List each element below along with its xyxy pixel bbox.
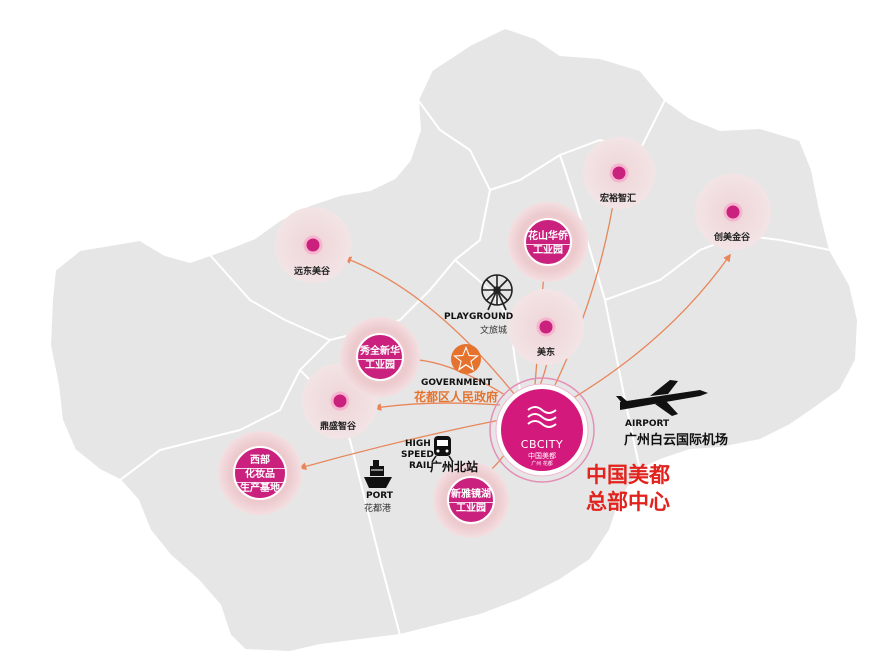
hub-xibu-line3: 生产基地 xyxy=(240,483,280,494)
hub-huashan-label: 花山华侨 工业园 xyxy=(524,231,572,258)
government-cn-label: 花都区人民政府 xyxy=(414,390,499,404)
hub-xibu xyxy=(218,431,302,515)
hub-xinya-line1: 新雅镜湖 xyxy=(447,489,495,503)
government-label: GOVERNMENT xyxy=(421,378,493,388)
node-meidong-label: 美东 xyxy=(537,348,556,358)
cbcity-logo-text: CBCITY xyxy=(520,438,564,451)
hub-xiuquan-line1: 秀全新华 xyxy=(356,346,404,360)
hub-huashan-line1: 花山华侨 xyxy=(524,231,572,245)
rail-cn-label: 广州北站 xyxy=(430,460,479,474)
center-cbcity xyxy=(489,377,595,483)
hub-xibu-line1: 西部 xyxy=(234,455,286,469)
node-hongyu xyxy=(583,137,655,209)
government-star-icon xyxy=(451,344,481,374)
arrow-to-yuandong xyxy=(343,256,516,396)
headquarters-title-line2: 总部中心 xyxy=(586,490,670,514)
node-yuandong xyxy=(275,207,351,283)
airport-cn-label: 广州白云国际机场 xyxy=(624,433,729,448)
hub-huashan-line2: 工业园 xyxy=(533,245,563,256)
node-hongyu-label: 宏裕智汇 xyxy=(600,194,637,204)
hub-xinya xyxy=(433,462,509,538)
playground-cn-label: 文旅城 xyxy=(480,326,508,336)
headquarters-title-line1: 中国美都 xyxy=(586,463,670,487)
hub-xiuquan-label: 秀全新华 工业园 xyxy=(356,346,404,373)
rail-label-3: RAIL xyxy=(409,461,432,471)
airport-label: AIRPORT xyxy=(625,419,670,429)
headquarters-title: 中国美都 总部中心 xyxy=(586,462,670,516)
arrow-to-hongyu xyxy=(554,190,618,386)
train-icon xyxy=(431,436,454,463)
hub-xinya-label: 新雅镜湖 工业园 xyxy=(447,489,495,516)
node-meidong xyxy=(508,289,584,365)
hub-xibu-label: 西部 化妆品 生产基地 xyxy=(234,455,286,496)
hub-xibu-line2: 化妆品 xyxy=(234,469,286,483)
node-chuangmei xyxy=(695,174,771,250)
hub-xiuquan-line2: 工业园 xyxy=(365,360,395,371)
hub-xinya-line2: 工业园 xyxy=(456,503,486,514)
ship-icon xyxy=(364,460,392,488)
port-cn-label: 花都港 xyxy=(364,504,392,514)
district-landmass xyxy=(48,26,860,654)
rail-label-1: HIGH xyxy=(405,439,431,449)
arrow-to-xibu xyxy=(298,419,501,471)
ferris-wheel-icon xyxy=(481,274,513,311)
cbcity-logo-sub: 中国美都 xyxy=(528,452,556,460)
airplane-icon xyxy=(616,380,708,416)
node-dingsheng-label: 鼎盛智谷 xyxy=(320,422,357,432)
hub-xiuquan xyxy=(340,317,420,397)
hub-huashan xyxy=(508,202,588,282)
cbcity-logo-sub2: 广州 花都 xyxy=(531,461,553,467)
playground-label: PLAYGROUND xyxy=(444,312,514,322)
rail-label-2: SPEED xyxy=(401,450,434,460)
port-label: PORT xyxy=(366,491,393,501)
arrow-to-dingsheng xyxy=(373,402,501,411)
cbcity-logo-mark-icon xyxy=(527,406,557,428)
arrow-to-chuangmei xyxy=(569,253,731,401)
node-yuandong-label: 远东美谷 xyxy=(294,267,331,277)
node-chuangmei-label: 创美金谷 xyxy=(714,233,751,243)
